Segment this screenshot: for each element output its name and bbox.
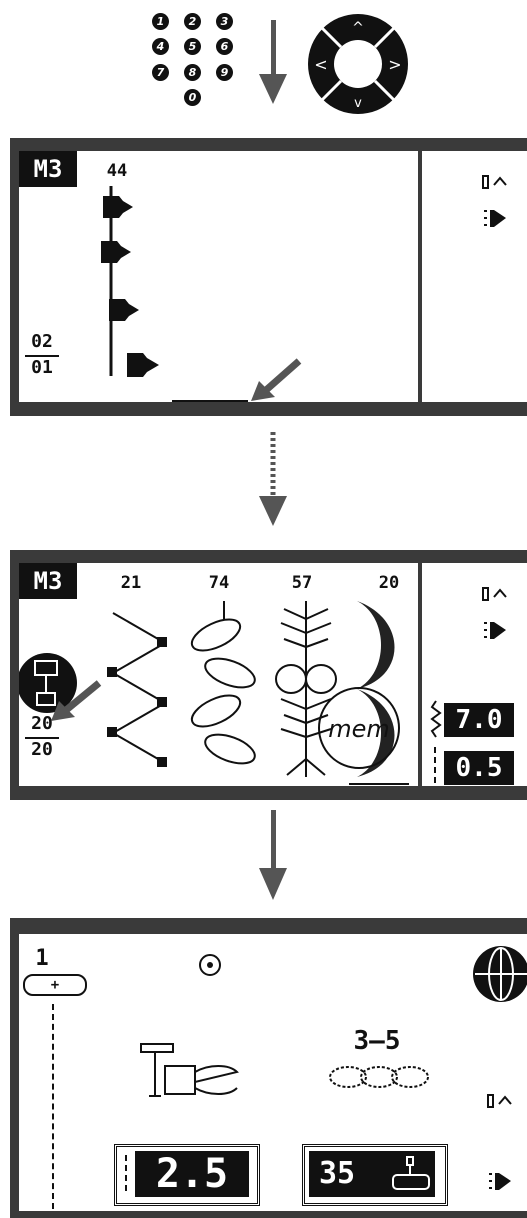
length-line-icon — [125, 1155, 127, 1191]
dpad-down-label[interactable]: v — [354, 96, 362, 111]
stitch-number-1: 21 — [111, 573, 151, 593]
side-status-2: 7.0 0.5 — [422, 563, 527, 786]
foot-range-label: 3–5 — [337, 1026, 417, 1056]
needle-up-icon — [485, 1092, 515, 1116]
zigzag-stitch-icon — [105, 599, 175, 779]
lcd-screen-3: 1 + 3–5 2.5 35 — [10, 918, 527, 1218]
stitch-number-3: 57 — [282, 573, 322, 593]
needle-position-value: 1 — [27, 946, 57, 971]
needle-up-icon — [480, 585, 510, 609]
position-bottom: 20 — [19, 739, 65, 761]
key-9[interactable]: 9 — [216, 64, 233, 81]
width-zigzag-icon — [430, 699, 442, 739]
lcd-screen-1: M3 44 02 01 — [10, 138, 527, 416]
key-3[interactable]: 3 — [216, 13, 233, 30]
dpad-up-label[interactable]: ^ — [352, 20, 364, 36]
chain-stitch-icon — [324, 1064, 434, 1090]
needle-up-icon — [480, 173, 510, 197]
position-top: 02 — [19, 331, 65, 353]
dpad-left-label[interactable]: < — [314, 55, 327, 74]
key-4[interactable]: 4 — [152, 38, 169, 55]
stitch-number: 44 — [97, 161, 137, 181]
key-1[interactable]: 1 — [152, 13, 169, 30]
needle-plus-indicator: + — [23, 974, 87, 996]
tension-box[interactable]: 35 — [302, 1144, 448, 1206]
key-7[interactable]: 7 — [152, 64, 169, 81]
key-0[interactable]: 0 — [184, 89, 201, 106]
dotted-down-arrow-icon — [258, 432, 288, 532]
buttonhole-foot-icon — [139, 1042, 249, 1106]
down-arrow-icon — [258, 810, 288, 906]
bobbin-indicator-icon — [197, 952, 223, 978]
memory-label: M3 — [19, 563, 77, 599]
stitch-width-value[interactable]: 7.0 — [444, 703, 514, 737]
needle-track-line — [52, 1004, 54, 1209]
globe-icon — [473, 942, 527, 1008]
cursor-underline — [349, 783, 409, 785]
presser-foot-icon — [482, 619, 512, 641]
memory-label: M3 — [19, 151, 77, 187]
pointer-arrow-icon — [247, 357, 307, 405]
pointer-arrow-icon — [49, 679, 105, 723]
tension-foot-icon — [389, 1155, 433, 1193]
stitch-length-box[interactable]: 2.5 — [114, 1144, 260, 1206]
key-5[interactable]: 5 — [184, 38, 201, 55]
stitch-length-value[interactable]: 2.5 — [135, 1151, 249, 1197]
presser-foot-icon — [482, 207, 512, 229]
stitch-area-1: M3 44 02 01 — [19, 151, 418, 402]
leaf-stitch-icon — [184, 599, 264, 779]
stitch-number-2: 74 — [199, 573, 239, 593]
presser-foot-icon — [487, 1170, 517, 1192]
number-keypad: 1 2 3 4 5 6 7 8 9 0 — [150, 8, 240, 108]
length-line-icon — [434, 747, 436, 783]
dpad-right-label[interactable]: > — [388, 55, 401, 74]
position-bottom: 01 — [19, 357, 65, 379]
key-2[interactable]: 2 — [184, 13, 201, 30]
stitch-length-value[interactable]: 0.5 — [444, 751, 514, 785]
key-6[interactable]: 6 — [216, 38, 233, 55]
position-indicator: 02 01 — [19, 331, 65, 379]
stitch-number-4: 20 — [369, 573, 409, 593]
down-arrow-icon — [258, 20, 288, 110]
key-8[interactable]: 8 — [184, 64, 201, 81]
heart-stitch-icon — [89, 181, 179, 396]
lcd-screen-2: M3 21 74 57 20 — [10, 550, 527, 800]
cursor-underline — [172, 400, 248, 402]
side-status-1 — [422, 151, 527, 402]
dpad-control[interactable]: ^ < > v — [306, 12, 410, 116]
mem-button[interactable]: mem — [318, 687, 400, 769]
settings-area: 1 + 3–5 2.5 35 — [19, 934, 527, 1211]
